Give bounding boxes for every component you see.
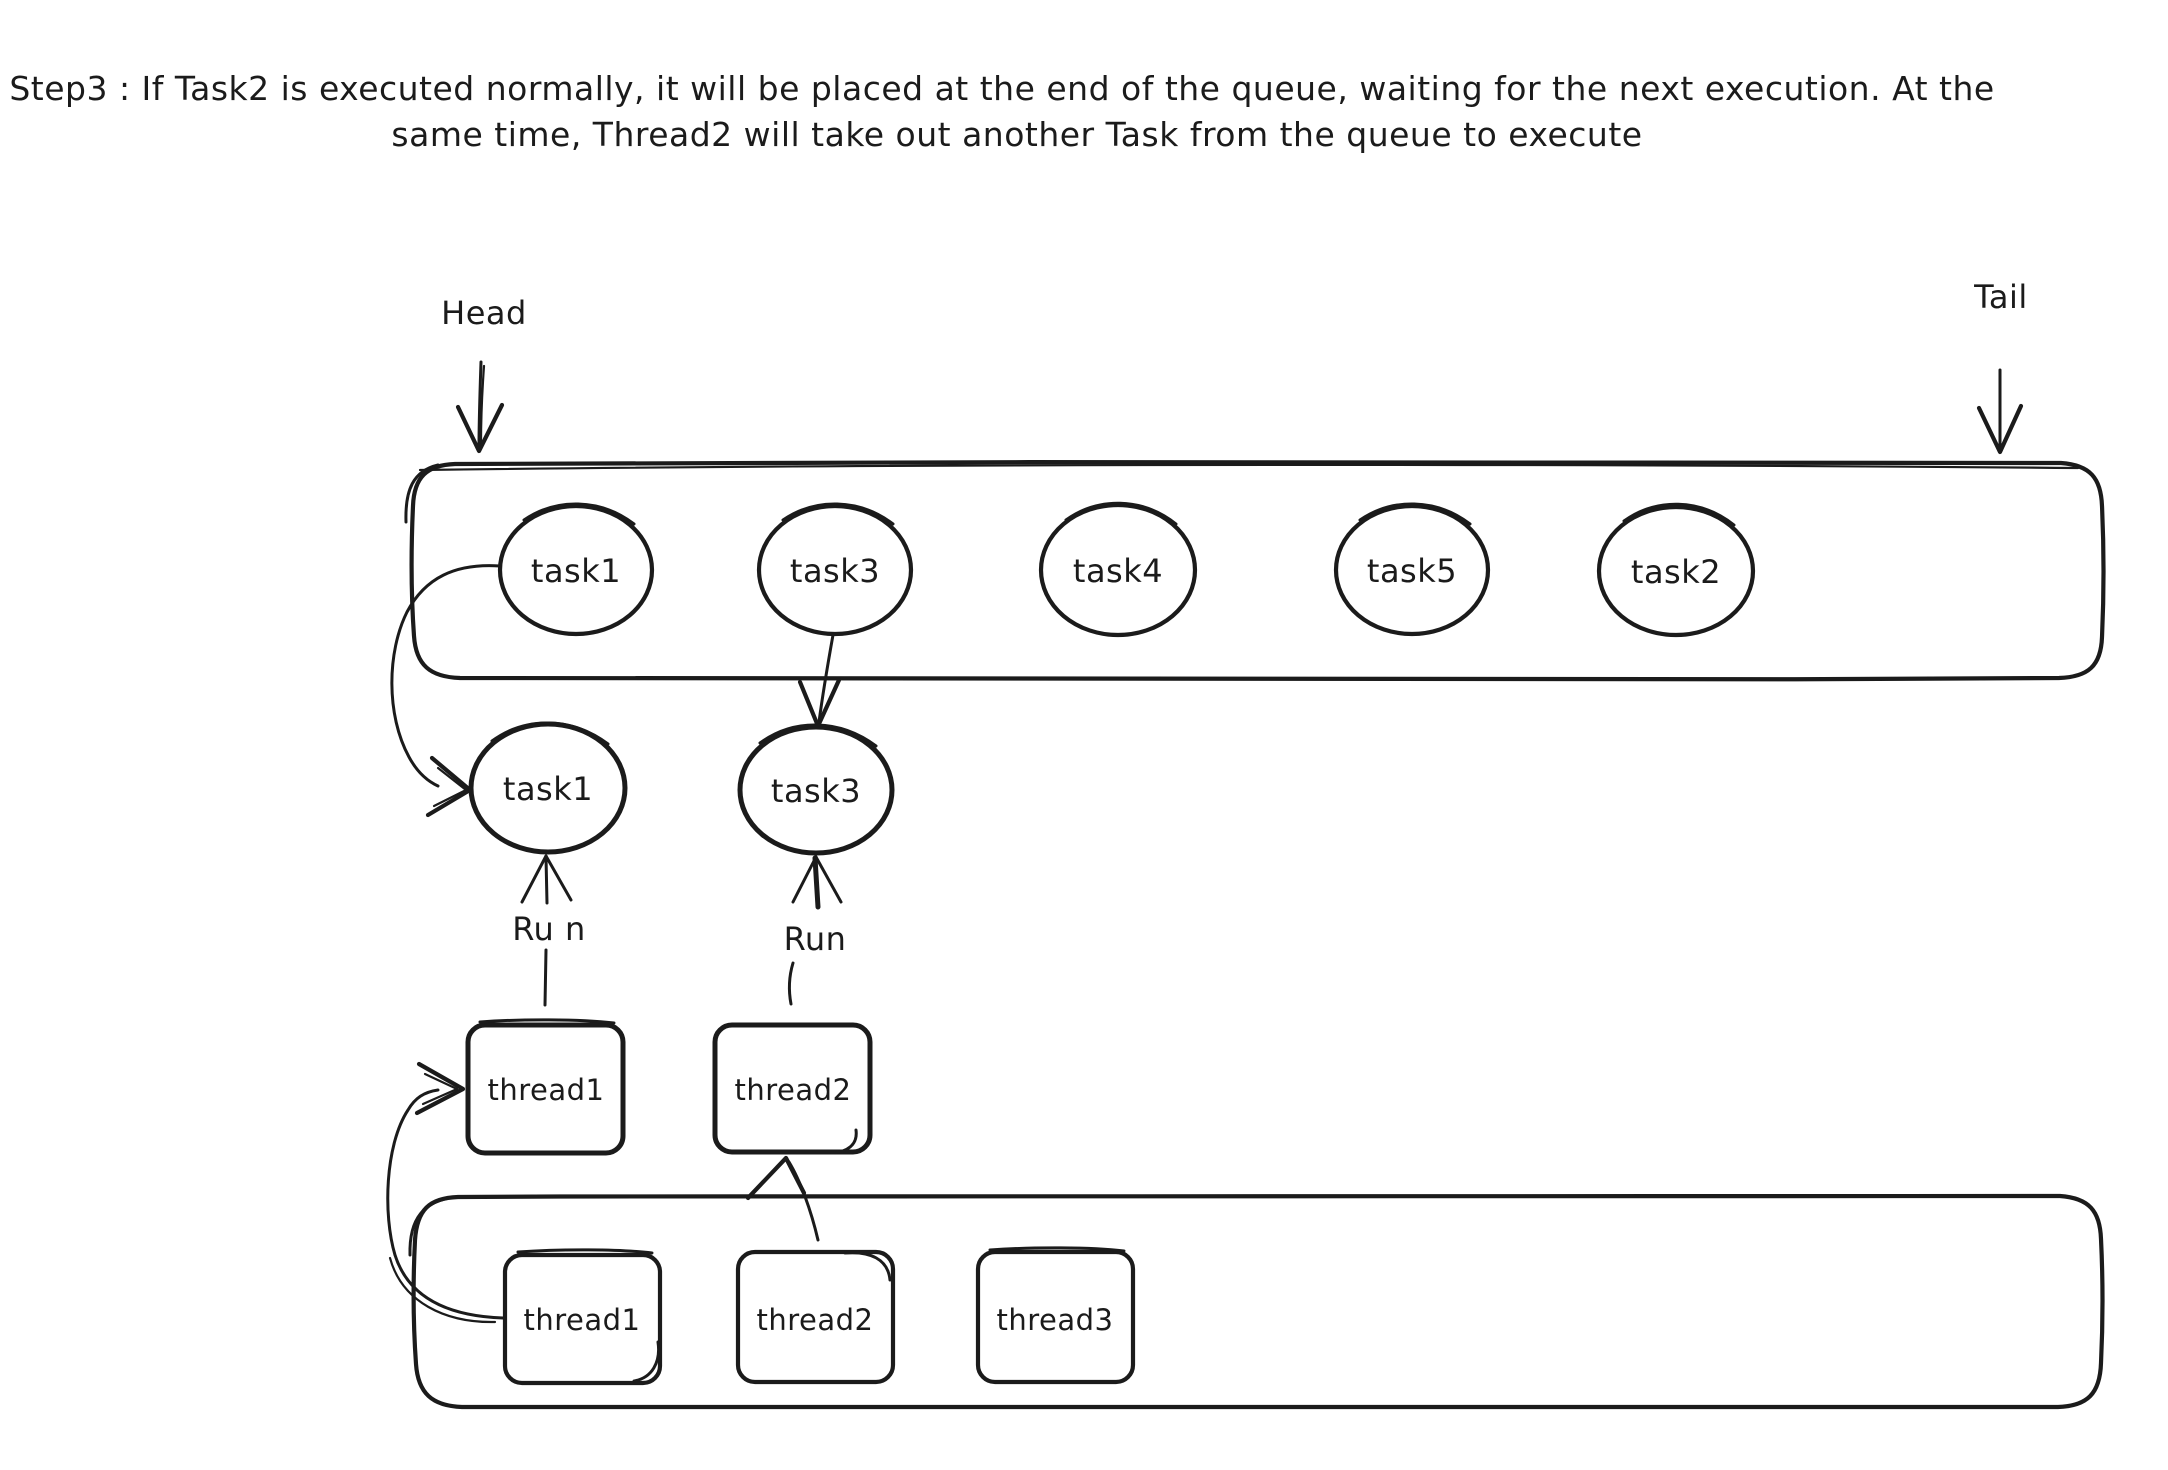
tail-pointer: Tail [1973, 278, 2028, 455]
arrow-thread1-curve-redraw [388, 1256, 497, 1324]
running-task3-node [737, 724, 895, 856]
pool-thread2-label: thread2 [756, 1303, 873, 1337]
title-line2: same time, Thread2 will take out another… [391, 115, 1642, 154]
running-task3-label: task3 [771, 772, 861, 810]
queue-task-task4: task4 [1038, 501, 1198, 638]
run-arrow1-left [520, 854, 548, 904]
task4-node-label: task4 [1073, 552, 1163, 590]
run-connector-thread2 [787, 961, 795, 1006]
pool-thread-thread3: thread3 [975, 1246, 1136, 1385]
task1-node-label: task1 [531, 552, 621, 590]
title: Step3 : If Task2 is executed normally, i… [9, 69, 1994, 154]
arrow-thread1-head-redraw [421, 1072, 459, 1106]
running-task-task1: task1 [468, 721, 628, 855]
run-arrow-task1: Ru n [512, 854, 586, 1007]
pool-box [411, 1192, 2105, 1412]
pool-thread1-box [502, 1252, 663, 1386]
pool-thread3-box [975, 1249, 1136, 1385]
task1-node-redraw [522, 502, 636, 526]
arrow-task3-head [797, 677, 842, 729]
tail-label: Tail [1973, 278, 2028, 316]
head-pointer: Head [441, 294, 527, 454]
queue-task-task1: task1 [497, 502, 655, 637]
arrow-thread1-activate [386, 1061, 505, 1324]
task3-node [756, 503, 914, 637]
active-thread2-redraw [830, 1128, 858, 1155]
pool-box-corner-redraw [408, 1195, 457, 1257]
run-label-task1: Ru n [512, 910, 586, 948]
arrow-thread2-activate [745, 1155, 820, 1242]
head-arrow-head [455, 402, 505, 454]
task5-node-label: task5 [1367, 552, 1457, 590]
task2-node-redraw [1622, 502, 1736, 527]
task-queue-container [404, 459, 2106, 683]
active-thread1-box [465, 1022, 626, 1156]
task3-node-redraw [781, 502, 895, 526]
pool-thread2-box [735, 1249, 896, 1385]
task1-node [497, 503, 655, 637]
task3-node-label: task3 [790, 552, 880, 590]
arrow-task1-curve [390, 564, 502, 788]
head-arrow-line [477, 360, 483, 449]
running-task1-redraw [490, 721, 610, 746]
arrow-task3-dequeue [797, 633, 842, 729]
pool-thread-thread2: thread2 [735, 1249, 896, 1385]
pool-thread1-label: thread1 [523, 1303, 640, 1337]
active-thread1-label: thread1 [487, 1073, 604, 1107]
thread-pool-container [408, 1192, 2105, 1412]
pool-thread2-redraw [843, 1251, 892, 1282]
arrow-thread1-curve [386, 1088, 505, 1320]
running-task1-label: task1 [503, 770, 593, 808]
task5-node [1333, 503, 1491, 637]
queue-box-corner-redraw [404, 463, 440, 524]
queue-box-top-redraw [418, 463, 2080, 472]
run-arrow2-shaft [812, 855, 821, 910]
queue-task-task2: task2 [1596, 502, 1756, 638]
pool-thread-thread1: thread1 [502, 1248, 663, 1386]
pool-thread3-redraw [988, 1246, 1126, 1253]
task4-node-redraw [1064, 501, 1178, 526]
run-label-task3: Run [784, 920, 847, 958]
run-arrow-task3: Run [784, 855, 847, 1006]
active-thread1-redraw [478, 1018, 616, 1025]
pool-thread1-redraw [516, 1248, 654, 1255]
active-thread2-label: thread2 [734, 1073, 851, 1107]
tail-arrow-head [1976, 403, 2024, 455]
pool-thread3-label: thread3 [996, 1303, 1113, 1337]
head-arrow-line-redraw [479, 364, 486, 445]
task2-node [1596, 504, 1756, 638]
arrow-task1-dequeue [390, 564, 502, 818]
task5-node-redraw [1358, 502, 1472, 526]
running-task3-redraw [758, 723, 878, 748]
arrow-task1-head-redraw [432, 766, 468, 808]
run-arrow2-left [791, 855, 818, 904]
active-thread-thread2: thread2 [712, 1022, 873, 1155]
run-arrow1-right [544, 854, 573, 902]
queue-task-task3: task3 [756, 502, 914, 637]
active-thread2-box [712, 1022, 873, 1155]
task2-node-label: task2 [1631, 553, 1721, 591]
run-arrow2-right [814, 855, 843, 904]
arrow-task3-curve [817, 633, 835, 724]
task4-node [1038, 502, 1198, 638]
arrow-thread2-head [745, 1155, 807, 1201]
head-label: Head [441, 294, 527, 332]
queue-box [409, 459, 2106, 683]
run-arrow1-shaft [544, 855, 549, 905]
run-connector-thread1 [543, 948, 548, 1007]
arrow-thread1-head [414, 1061, 466, 1116]
pool-thread1-corner-redraw [632, 1340, 661, 1383]
active-thread-thread1: thread1 [465, 1018, 626, 1156]
running-task-task3: task3 [737, 723, 895, 856]
title-line1: Step3 : If Task2 is executed normally, i… [9, 69, 1994, 108]
queue-task-task5: task5 [1333, 502, 1491, 637]
